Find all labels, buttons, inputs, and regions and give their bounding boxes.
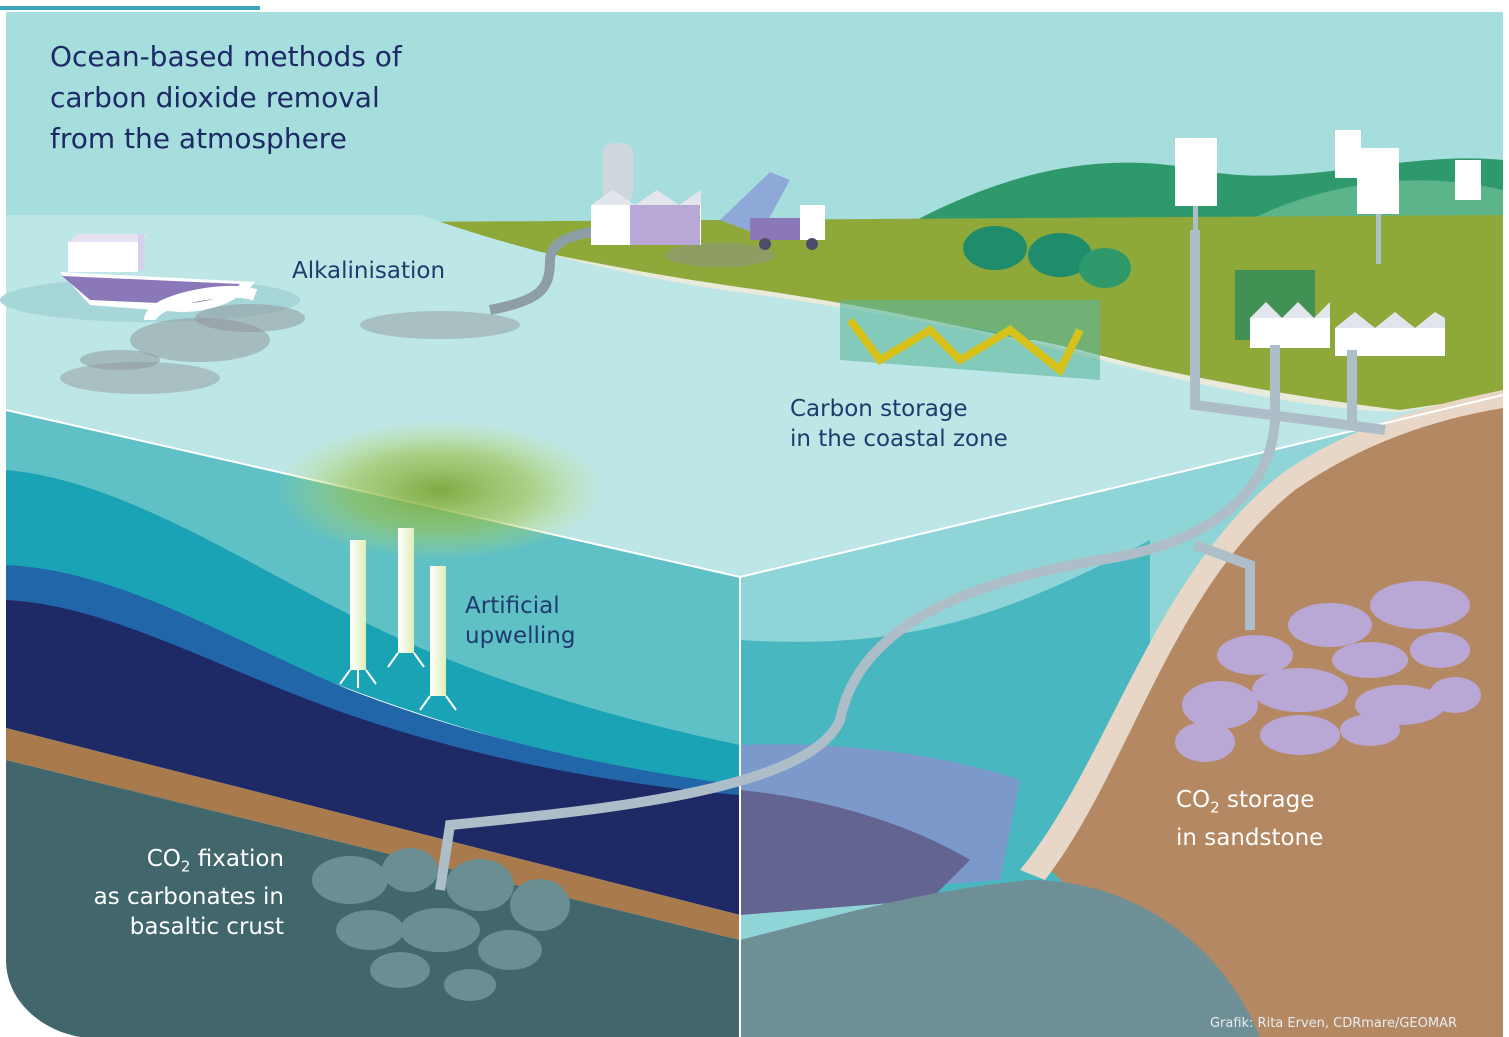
water-layer-blue	[6, 565, 740, 830]
label-upwelling-line-2: upwelling	[465, 623, 576, 649]
cube-top-edge	[5, 394, 1504, 579]
sandstone-edge	[1020, 390, 1503, 880]
sandstone-rocks	[1175, 581, 1481, 762]
water-layer-mid	[6, 470, 740, 790]
label-sandstone-line-2: in sandstone	[1176, 824, 1324, 851]
label-sandstone-co: CO	[1176, 787, 1211, 813]
label-sandstone-line-1: CO2 storage	[1176, 785, 1323, 823]
water-layer-surface	[6, 410, 740, 760]
title-line-1: Ocean-based methods of	[50, 40, 402, 73]
right-water-purple	[740, 790, 970, 915]
alkaline-particles	[60, 243, 775, 394]
alkalinity-pipe	[489, 227, 601, 315]
label-co2-basalt: CO2 fixation as carbonates in basaltic c…	[66, 844, 284, 942]
label-basalt-co: CO	[146, 846, 181, 872]
water-layer-deep	[6, 600, 740, 915]
label-artificial-upwelling: Artificial upwelling	[465, 591, 576, 651]
truck-icon	[720, 172, 825, 250]
basalt-rocks	[312, 848, 570, 1001]
coastal-vegetation	[840, 226, 1315, 380]
label-coastal-line-1: Carbon storage	[790, 396, 968, 422]
sandstone-region	[1040, 395, 1503, 1037]
label-basalt-line-2: as carbonates in	[93, 883, 284, 910]
co2-pipes	[435, 230, 1386, 891]
label-basalt-fixation: fixation	[190, 846, 284, 872]
label-basalt-subscript: 2	[180, 857, 191, 876]
label-basalt-line-3: basaltic crust	[129, 913, 284, 940]
label-sandstone-storage: storage	[1219, 787, 1315, 813]
diagram-title: Ocean-based methods of carbon dioxide re…	[50, 36, 402, 159]
algae-bloom	[275, 420, 605, 560]
image-credit: Grafik: Rita Erven, CDRmare/GEOMAR	[1209, 1016, 1457, 1031]
title-line-3: from the atmosphere	[50, 122, 347, 155]
upwelling-pipes	[339, 528, 457, 711]
label-upwelling-line-1: Artificial	[465, 593, 560, 619]
label-basalt-line-1: CO2 fixation	[66, 844, 284, 882]
label-sandstone-subscript: 2	[1210, 798, 1220, 817]
label-coastal-storage: Carbon storage in the coastal zone	[790, 394, 1008, 454]
air-capture-units	[1175, 130, 1481, 264]
right-seafloor	[740, 880, 1260, 1037]
top-accent-line	[0, 6, 260, 10]
label-co2-sandstone: CO2 storage in sandstone	[1176, 785, 1323, 853]
title-line-2: carbon dioxide removal	[50, 81, 380, 114]
ship-icon	[60, 234, 258, 322]
factory-icon	[591, 143, 701, 245]
label-coastal-line-2: in the coastal zone	[790, 426, 1008, 452]
label-alkalinisation: Alkalinisation	[292, 258, 446, 284]
